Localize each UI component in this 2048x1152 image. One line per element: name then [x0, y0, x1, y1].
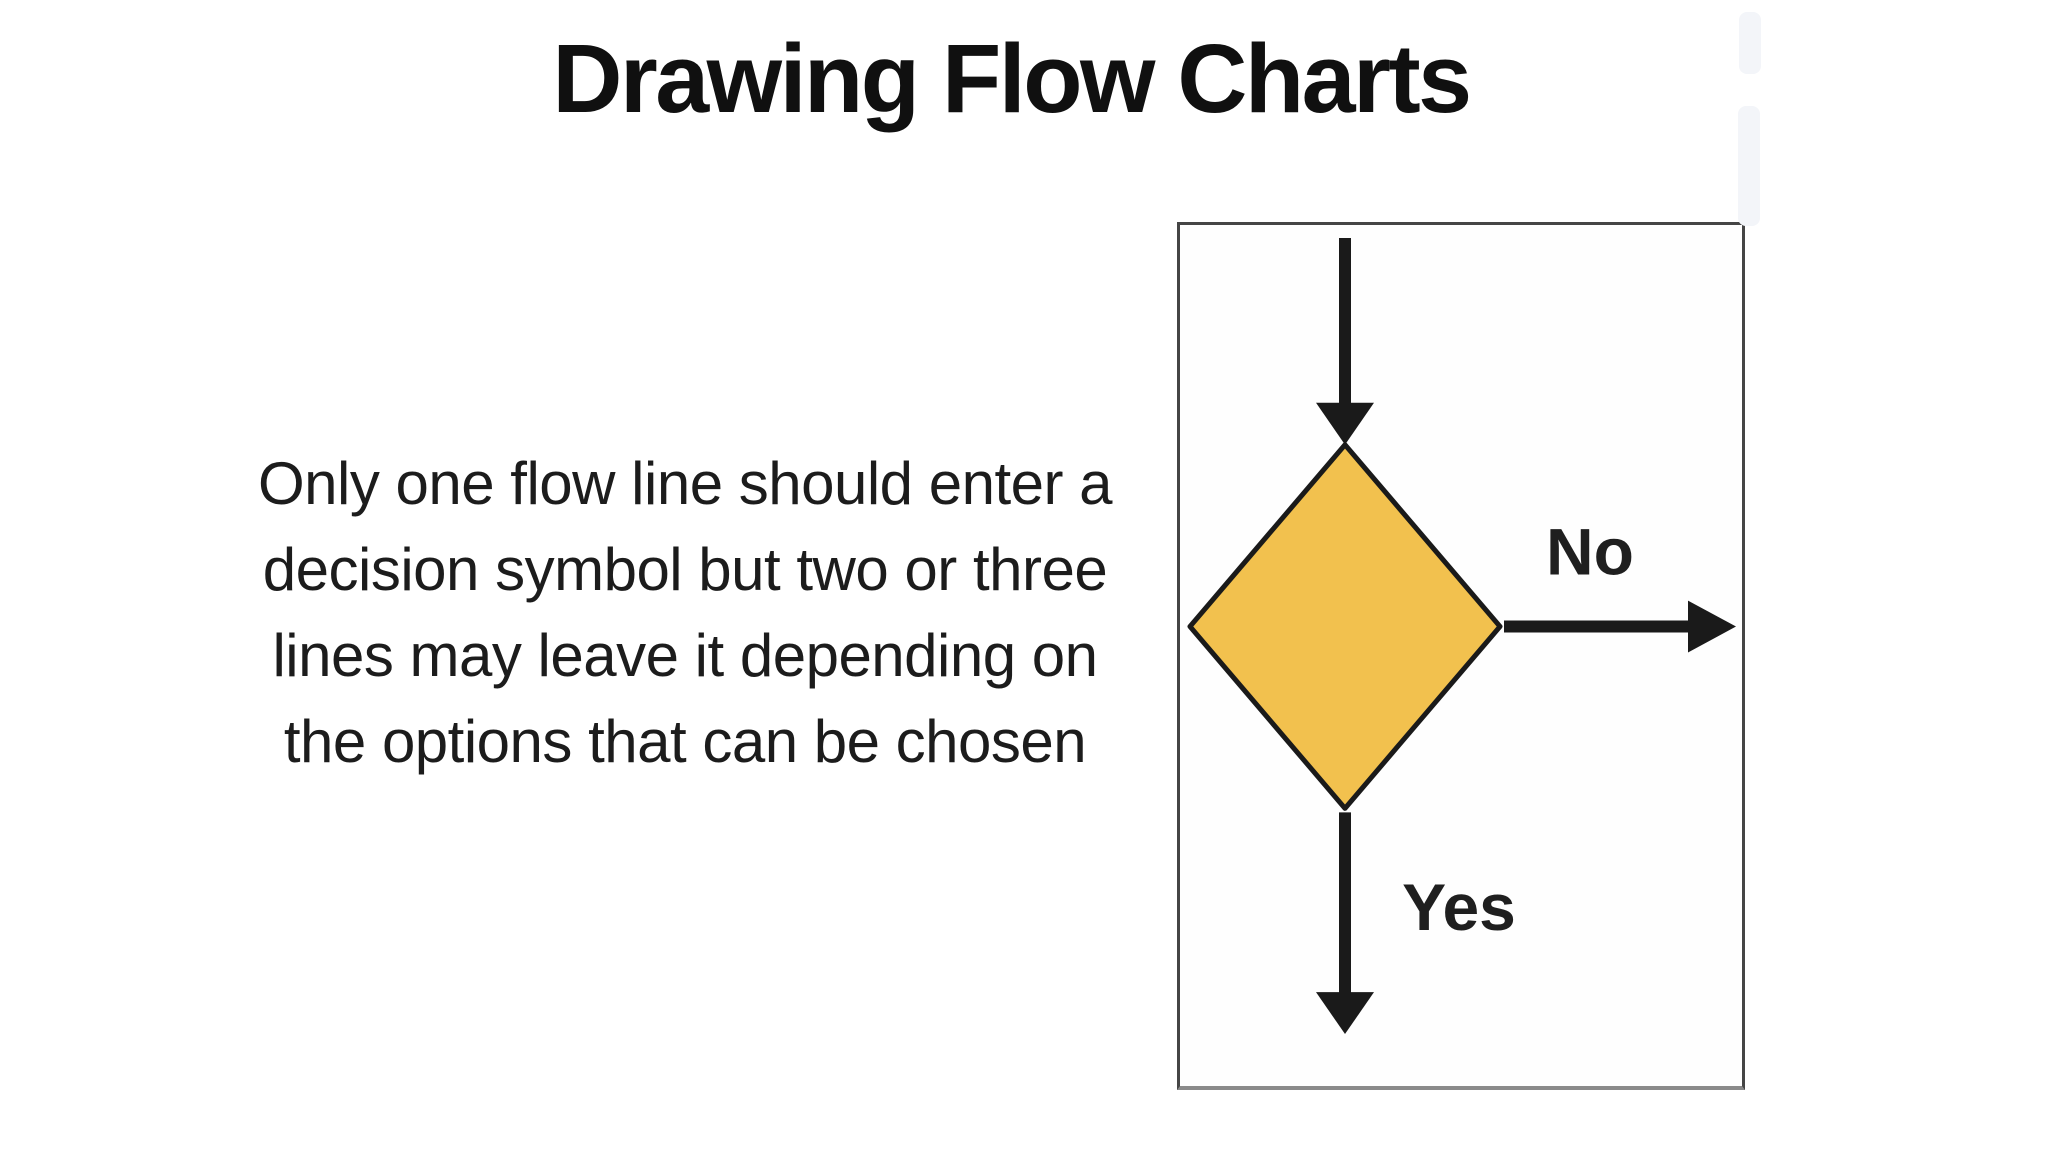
decision-diamond: [1187, 442, 1503, 811]
body-line-2: decision symbol but two or three: [262, 536, 1108, 603]
entry-arrowhead-icon: [1316, 402, 1374, 445]
body-line-4: the options that can be chosen: [283, 708, 1087, 775]
yes-arrowhead-icon: [1316, 992, 1374, 1035]
no-branch-arrow: [1504, 600, 1736, 653]
scan-artifact-strip: [1739, 12, 1761, 74]
scan-artifact-strip: [1738, 106, 1760, 226]
entry-arrow: [1316, 237, 1374, 445]
yes-branch-arrow: [1316, 812, 1374, 1035]
decision-flow-diagram: No Yes: [1187, 237, 1736, 1035]
yes-label: Yes: [1402, 870, 1516, 944]
body-line-3: lines may leave it depending on: [272, 622, 1098, 689]
slide-title: Drawing Flow Charts: [552, 24, 1472, 133]
body-paragraph: Only one flow line should enter a decisi…: [165, 441, 1205, 785]
no-arrowhead-icon: [1688, 600, 1736, 653]
body-line-1: Only one flow line should enter a: [257, 450, 1113, 517]
diagram-frame: No Yes: [1177, 222, 1745, 1090]
no-label: No: [1546, 515, 1634, 589]
